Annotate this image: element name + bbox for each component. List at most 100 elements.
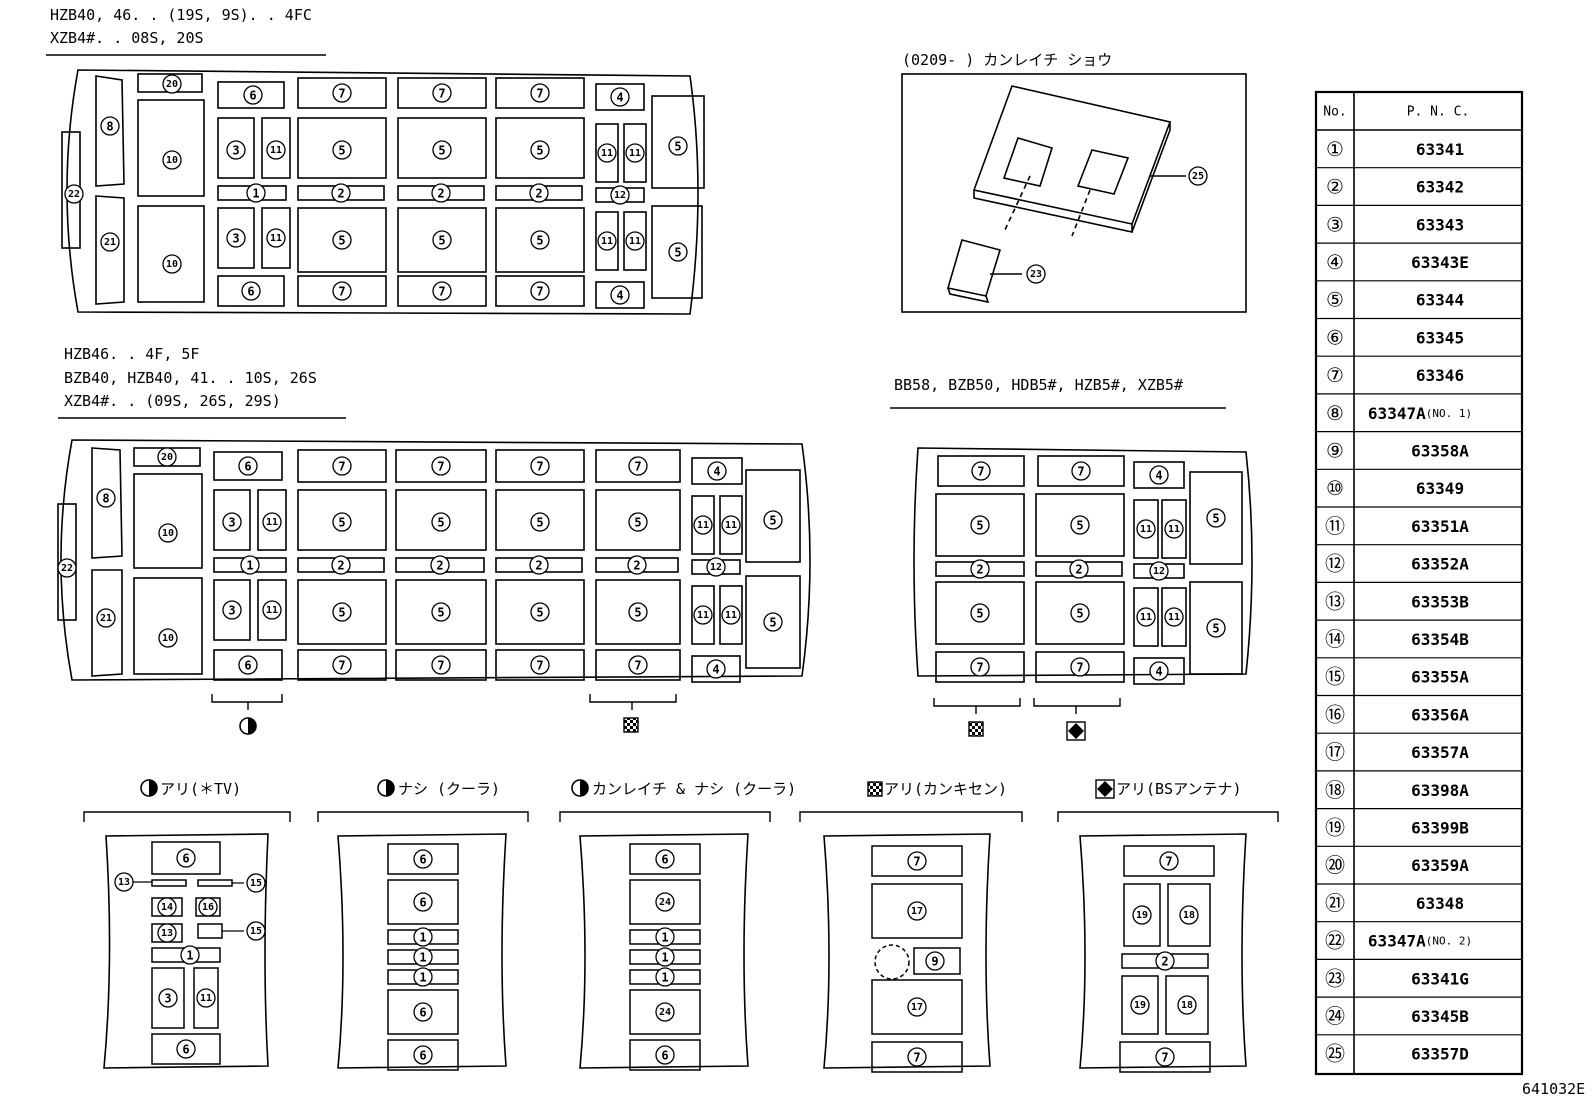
table-cell-no: ⑧ xyxy=(1326,401,1344,425)
callout-6: 6 xyxy=(413,1045,433,1065)
callout-number: 5 xyxy=(1212,512,1219,526)
callout-5: 5 xyxy=(1206,618,1226,638)
callout-number: 11 xyxy=(629,236,641,247)
table-cell-no: ⑮ xyxy=(1325,665,1345,689)
variant-4-label: アリ(カンキセン) xyxy=(884,780,1007,798)
callout-4: 4 xyxy=(706,659,726,679)
callout-7: 7 xyxy=(1070,657,1090,677)
callout-number: 2 xyxy=(633,559,640,573)
table-cell-pnc: 63398A xyxy=(1411,780,1469,799)
variant-3-label: カンレイチ & ナシ (クーラ) xyxy=(592,780,796,798)
callout-7: 7 xyxy=(530,655,550,675)
callout-7: 7 xyxy=(431,456,451,476)
callout-number: 11 xyxy=(601,148,613,159)
callout-number: 18 xyxy=(1183,910,1195,921)
callout-number: 1 xyxy=(419,931,426,945)
callout-number: 6 xyxy=(419,1049,426,1063)
callout-number: 7 xyxy=(438,285,445,299)
callout-6: 6 xyxy=(241,281,261,301)
callout-5: 5 xyxy=(432,230,452,250)
table-cell-no: ⑥ xyxy=(1326,325,1344,349)
table-cell-pnc: 63357D xyxy=(1411,1044,1469,1063)
callout-7: 7 xyxy=(332,83,352,103)
callout-11: 11 xyxy=(262,600,282,620)
callout-6: 6 xyxy=(655,849,675,869)
pnc-code: 63341G xyxy=(1411,969,1469,988)
table-cell-pnc: 63349 xyxy=(1416,479,1464,498)
variant-4: アリ(カンキセン) xyxy=(799,780,1023,1073)
callout-5: 5 xyxy=(668,136,688,156)
callout-number: 2 xyxy=(437,187,444,201)
callout-number: 14 xyxy=(161,902,173,913)
table-cell-no: ④ xyxy=(1326,250,1344,274)
callout-number: 6 xyxy=(182,852,189,866)
callout-11: 11 xyxy=(1164,519,1184,539)
callout-number: 2 xyxy=(1161,955,1168,969)
callout-25: 25 xyxy=(1188,166,1208,186)
variant-5-label: アリ(BSアンテナ) xyxy=(1116,780,1242,798)
callout-number: 6 xyxy=(419,853,426,867)
table-cell-no: ① xyxy=(1326,137,1344,161)
callout-number: 7 xyxy=(634,659,641,673)
callout-10: 10 xyxy=(158,628,178,648)
callout-number: 11 xyxy=(1168,524,1180,535)
callout-number: 1 xyxy=(661,971,668,985)
callout-number: 8 xyxy=(106,120,113,134)
callout-number: 7 xyxy=(338,87,345,101)
callout-10: 10 xyxy=(162,150,182,170)
callout-number: 4 xyxy=(1155,469,1162,483)
callout-number: 4 xyxy=(1155,665,1162,679)
callout-number: 25 xyxy=(1192,171,1204,182)
callout-10: 10 xyxy=(158,523,178,543)
callout-number: 22 xyxy=(61,563,73,574)
callout-23: 23 xyxy=(1026,264,1046,284)
table-cell-pnc: 63346 xyxy=(1416,366,1464,385)
callout-number: 4 xyxy=(713,465,720,479)
table-cell-pnc: 63356A xyxy=(1411,705,1469,724)
callout-number: 17 xyxy=(911,1002,923,1013)
table-cell-no: ⑦ xyxy=(1326,363,1344,387)
layout-1 xyxy=(61,69,705,315)
callout-number: 13 xyxy=(118,877,130,888)
callout-5: 5 xyxy=(332,230,352,250)
callout-7: 7 xyxy=(1155,1047,1175,1067)
pnc-code: 63343 xyxy=(1416,215,1464,234)
callout-7: 7 xyxy=(332,456,352,476)
table-cell-no: ⑱ xyxy=(1325,778,1345,802)
table-cell-pnc: 63399B xyxy=(1411,818,1469,837)
callout-number: 5 xyxy=(634,606,641,620)
callout-number: 5 xyxy=(438,144,445,158)
callout-7: 7 xyxy=(907,1047,927,1067)
callout-number: 4 xyxy=(712,663,719,677)
table-cell-pnc: 63344 xyxy=(1416,290,1464,309)
callout-number: 3 xyxy=(228,516,235,530)
callout-7: 7 xyxy=(432,83,452,103)
callout-6: 6 xyxy=(238,655,258,675)
table-cell-no: ㉕ xyxy=(1325,1042,1345,1066)
table-cell-no: ⑨ xyxy=(1326,438,1344,462)
pnc-note: (NO. 2) xyxy=(1426,934,1472,947)
callout-22: 22 xyxy=(64,184,84,204)
callout-number: 1 xyxy=(661,951,668,965)
callout-number: 5 xyxy=(634,516,641,530)
table-cell-no: ② xyxy=(1326,175,1344,199)
variant-3: カンレイチ & ナシ (クーラ) xyxy=(559,779,796,1071)
callout-2: 2 xyxy=(430,555,450,575)
callout-5: 5 xyxy=(970,603,990,623)
callout-6: 6 xyxy=(655,1045,675,1065)
callout-number: 6 xyxy=(182,1043,189,1057)
callout-number: 18 xyxy=(1181,1000,1193,1011)
callout-3: 3 xyxy=(226,140,246,160)
callout-10: 10 xyxy=(162,254,182,274)
callout-number: 7 xyxy=(338,285,345,299)
callout-number: 5 xyxy=(536,516,543,530)
